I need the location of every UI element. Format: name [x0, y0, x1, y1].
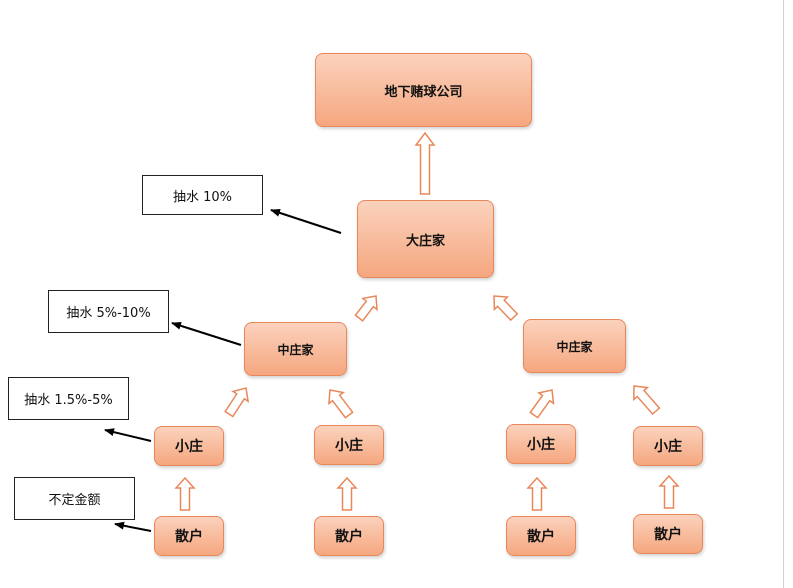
small-dealer-label: 小庄 [335, 438, 363, 454]
page-edge-line [783, 0, 784, 588]
flow-arrow-midright-to-big [493, 295, 519, 322]
flow-arrow-bettor2-to-small2 [336, 476, 358, 511]
small-dealer-node-1: 小庄 [154, 426, 224, 466]
flow-arrow-small2-to-midleft [328, 389, 354, 419]
mid-dealer-left-node: 中庄家 [244, 322, 347, 376]
small-dealer-node-4: 小庄 [633, 426, 703, 466]
pointer-arrow-small-dealer [104, 428, 152, 442]
bettor-node-4: 散户 [633, 514, 703, 554]
bettor-amount-text: 不定金额 [48, 493, 101, 508]
pointer-arrow-big-dealer [270, 209, 342, 234]
pointer-arrow-bettor [114, 521, 152, 532]
small-dealer-cut-text: 抽水 1.5%-5% [24, 393, 113, 408]
small-dealer-node-2: 小庄 [314, 425, 384, 465]
big-dealer-cut-note: 抽水 10% [142, 175, 263, 215]
flow-arrow-big-to-company [414, 131, 436, 195]
big-dealer-label: 大庄家 [405, 233, 445, 249]
bettor-label: 散户 [654, 527, 682, 543]
bettor-label: 散户 [175, 529, 203, 545]
flow-arrow-small3-to-midright [529, 389, 555, 419]
big-dealer-cut-text: 抽水 10% [172, 189, 233, 205]
company-label: 地下赌球公司 [384, 84, 463, 100]
mid-dealer-left-label: 中庄家 [277, 342, 314, 357]
small-dealer-cut-note: 抽水 1.5%-5% [8, 377, 129, 420]
bettor-node-2: 散户 [314, 516, 384, 556]
small-dealer-label: 小庄 [654, 439, 682, 455]
pointer-arrow-mid-dealer [171, 321, 242, 346]
mid-dealer-cut-note: 抽水 5%-10% [48, 290, 169, 333]
company-node: 地下赌球公司 [315, 53, 532, 127]
small-dealer-node-3: 小庄 [506, 424, 576, 464]
bettor-amount-note: 不定金额 [14, 477, 135, 520]
bettor-node-1: 散户 [154, 516, 224, 556]
small-dealer-label: 小庄 [527, 437, 555, 453]
flow-arrow-bettor4-to-small4 [658, 474, 680, 509]
bettor-label: 散户 [527, 529, 555, 545]
mid-dealer-cut-text: 抽水 5%-10% [66, 306, 151, 321]
flow-arrow-midleft-to-big [354, 295, 378, 322]
flow-arrow-small1-to-midleft [224, 387, 250, 418]
flow-arrow-bettor1-to-small1 [174, 476, 196, 511]
flow-arrow-small4-to-midright [633, 385, 661, 416]
mid-dealer-right-label: 中庄家 [556, 339, 593, 354]
flow-arrow-bettor3-to-small3 [526, 476, 548, 511]
small-dealer-label: 小庄 [175, 439, 203, 455]
big-dealer-node: 大庄家 [357, 200, 494, 278]
mid-dealer-right-node: 中庄家 [523, 319, 626, 373]
bettor-label: 散户 [335, 529, 363, 545]
bettor-node-3: 散户 [506, 516, 576, 556]
